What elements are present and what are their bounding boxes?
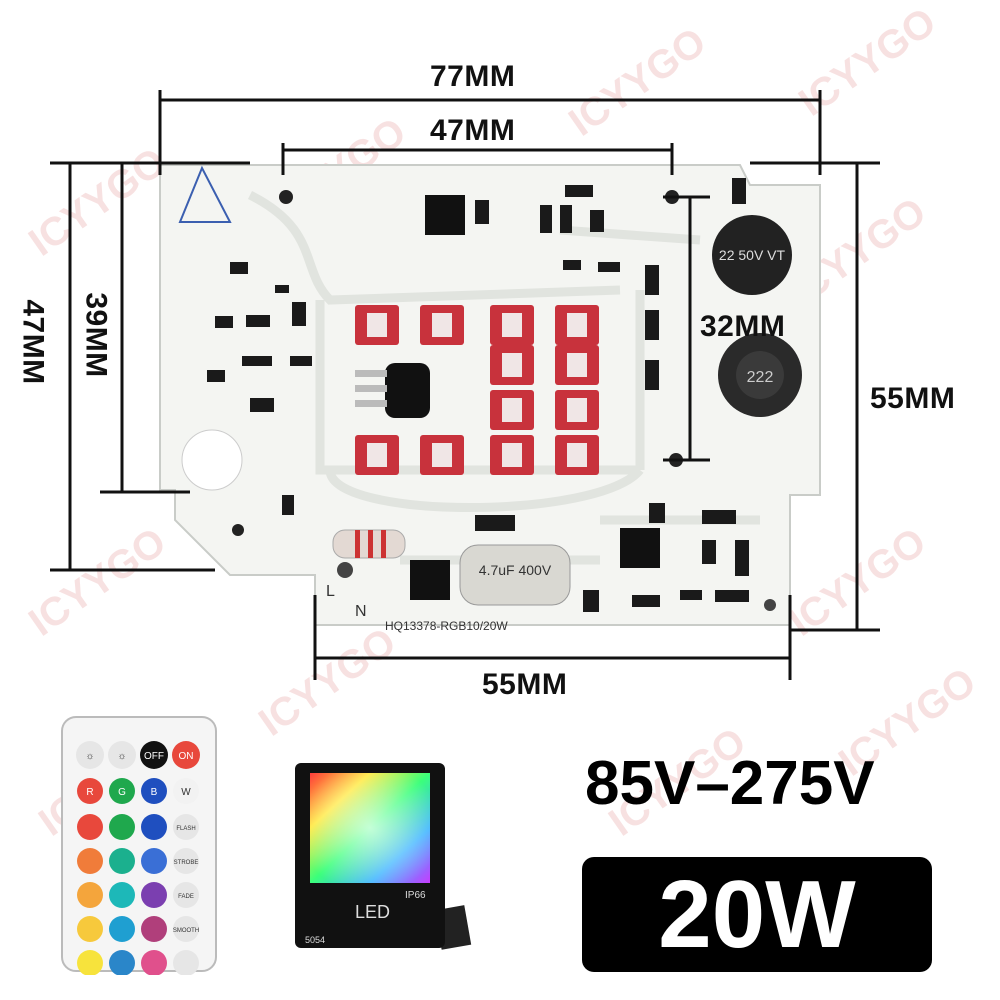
svg-text:LED: LED <box>355 902 390 922</box>
remote-top-button[interactable] <box>172 741 200 769</box>
led-chip-window <box>567 353 587 377</box>
remote-color-button[interactable] <box>109 814 135 840</box>
svg-text:22 50V VT: 22 50V VT <box>719 247 786 263</box>
capacitor-top <box>712 215 792 295</box>
remote-color-button[interactable] <box>109 882 135 908</box>
remote-color-button[interactable] <box>109 778 135 804</box>
svg-text:HQ13378-RGB10/20W: HQ13378-RGB10/20W <box>385 619 508 633</box>
svg-text:IP66: IP66 <box>405 890 426 901</box>
led-chip-window <box>502 443 522 467</box>
remote-color-button-label: W <box>181 787 191 798</box>
led-chip-window <box>567 313 587 337</box>
remote-color-button[interactable] <box>109 848 135 874</box>
remote-color-button[interactable] <box>141 950 167 975</box>
voltage-range: 85V–275V <box>585 749 875 818</box>
remote-color-button[interactable] <box>77 882 103 908</box>
remote-mode-label: FADE <box>178 894 194 900</box>
remote-color-button-label: B <box>151 787 158 798</box>
svg-text:N: N <box>355 603 367 620</box>
led-chip-window <box>502 353 522 377</box>
led-chip-window <box>432 443 452 467</box>
remote-top-button[interactable] <box>76 741 104 769</box>
remote-mode-button[interactable] <box>173 950 199 975</box>
remote-color-button-label: G <box>118 787 126 798</box>
power-badge: 20W <box>582 857 932 972</box>
remote-mode-label: FLASH <box>176 826 195 832</box>
ic-u2 <box>425 195 465 235</box>
remote-color-button[interactable] <box>77 848 103 874</box>
remote-top-button-label: ☼ <box>85 751 94 762</box>
remote-color-button[interactable] <box>109 916 135 942</box>
dim-right-outer-label: 55MM <box>870 382 956 415</box>
dim-left-outer-label: 47MM <box>16 299 50 385</box>
remote-color-button[interactable] <box>173 778 199 804</box>
remote-color-button[interactable] <box>109 950 135 975</box>
svg-text:222: 222 <box>747 369 774 386</box>
remote-color-button[interactable] <box>77 778 103 804</box>
remote-top-button-label: ☼ <box>117 751 126 762</box>
svg-text:5054: 5054 <box>305 935 325 945</box>
rectifier-db1 <box>410 560 450 600</box>
capacitor-main <box>459 544 571 606</box>
remote-color-button[interactable] <box>77 950 103 975</box>
led-chip-window <box>567 443 587 467</box>
dim-top-inner-label: 47MM <box>430 114 516 147</box>
remote-mode-button[interactable] <box>173 882 199 908</box>
floodlight: LED IP66 5054 <box>295 763 472 950</box>
led-chip-window <box>367 443 387 467</box>
remote-color-button[interactable] <box>141 848 167 874</box>
remote-mode-label: STROBE <box>174 860 199 866</box>
led-chip-window <box>367 313 387 337</box>
remote-mode-button[interactable] <box>173 848 199 874</box>
led-chip-window <box>432 313 452 337</box>
ic-u1 <box>620 528 660 568</box>
dim-top-outer-label: 77MM <box>430 60 516 93</box>
dim-bottom-label: 55MM <box>482 668 568 701</box>
svg-text:L: L <box>326 583 335 600</box>
remote-color-button[interactable] <box>77 814 103 840</box>
pcb-board: 4.7uF 400V 22 50V VT 222 HQ13378-RGB10/2… <box>50 90 880 680</box>
remote-color-button[interactable] <box>77 916 103 942</box>
remote-color-button[interactable] <box>141 814 167 840</box>
remote-color-button[interactable] <box>141 882 167 908</box>
remote-top-button-label: OFF <box>144 751 164 762</box>
remote-top-button-label: ON <box>179 751 194 762</box>
remote-color-button[interactable] <box>141 778 167 804</box>
dim-right-inner-label: 32MM <box>700 310 786 343</box>
remote-mode-button[interactable] <box>173 814 199 840</box>
led-chip-window <box>502 398 522 422</box>
remote-control: ☼ ☼ OFF ON R G B W FLASH STROBE FADE SMOOTH <box>61 716 217 975</box>
power-rating: 20W <box>658 861 856 968</box>
svg-text:4.7uF 400V: 4.7uF 400V <box>479 562 552 578</box>
remote-top-button[interactable] <box>140 741 168 769</box>
remote-color-button-label: R <box>86 787 93 798</box>
dim-left-inner-label: 39MM <box>79 292 113 378</box>
remote-mode-label: SMOOTH <box>173 928 199 934</box>
led-chip-window <box>567 398 587 422</box>
remote-color-button[interactable] <box>141 916 167 942</box>
led-chip-window <box>502 313 522 337</box>
remote-top-button[interactable] <box>108 741 136 769</box>
remote-mode-button[interactable] <box>173 916 199 942</box>
